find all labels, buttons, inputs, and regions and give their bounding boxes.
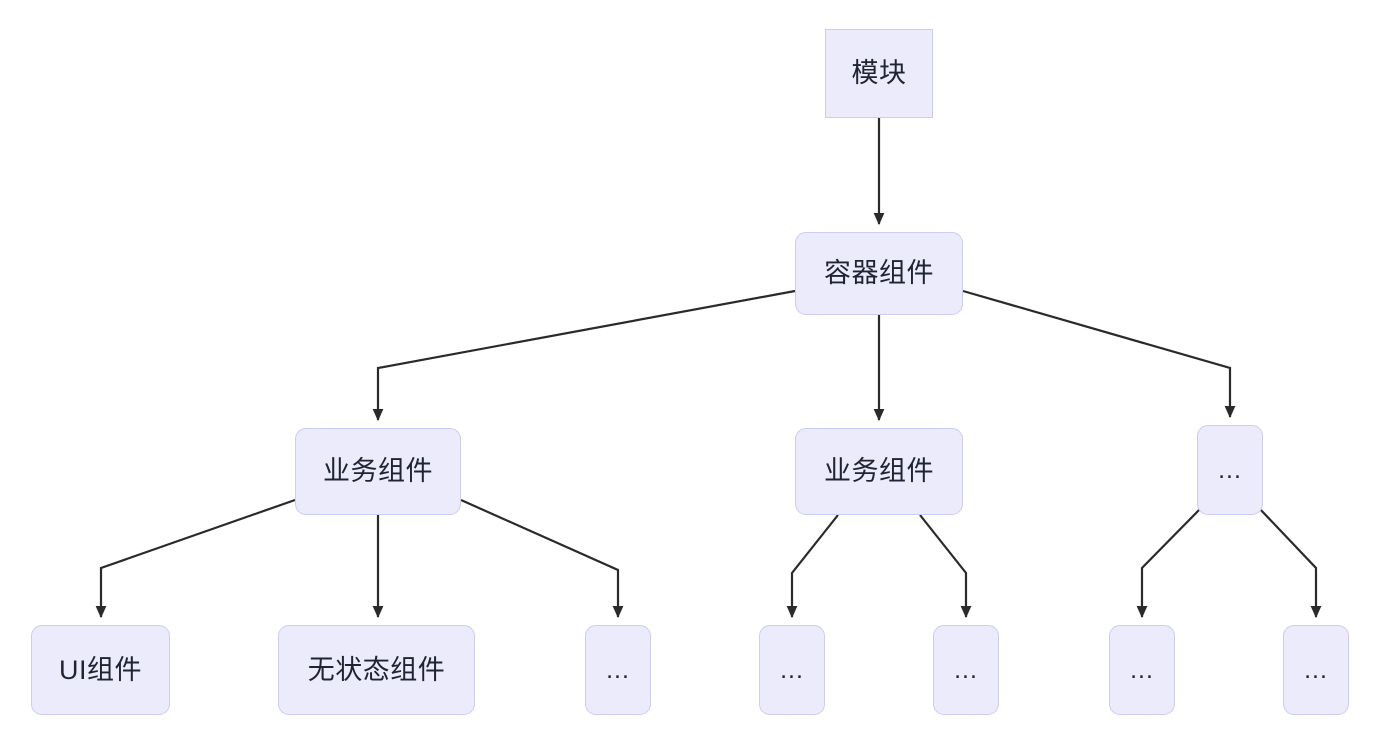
node-module[interactable]: 模块 xyxy=(825,29,933,118)
edge-more-level2-to-more-d xyxy=(1136,507,1202,619)
node-label-container: 容器组件 xyxy=(824,258,934,288)
edge-container-to-more-level2 xyxy=(962,289,1236,419)
node-container[interactable]: 容器组件 xyxy=(795,232,963,315)
edge-business-1-to-more-a xyxy=(460,498,624,619)
node-label-more-d: ... xyxy=(1130,655,1154,684)
node-business-1[interactable]: 业务组件 xyxy=(295,428,461,515)
node-more-a[interactable]: ... xyxy=(585,625,651,715)
edge-business-2-to-more-b xyxy=(786,514,839,619)
node-label-more-c: ... xyxy=(954,655,978,684)
node-stateless[interactable]: 无状态组件 xyxy=(278,625,475,715)
node-label-business-2: 业务组件 xyxy=(824,456,934,486)
node-label-more-a: ... xyxy=(606,655,630,684)
edge-container-to-business-1 xyxy=(372,289,796,422)
node-label-module: 模块 xyxy=(851,58,907,88)
node-label-business-1: 业务组件 xyxy=(323,456,433,486)
node-label-ui-component: UI组件 xyxy=(59,654,142,685)
node-more-e[interactable]: ... xyxy=(1283,625,1349,715)
node-label-stateless: 无状态组件 xyxy=(307,654,446,685)
edge-business-1-to-ui-component xyxy=(95,498,296,619)
node-label-more-e: ... xyxy=(1304,655,1328,684)
node-more-b[interactable]: ... xyxy=(759,625,825,715)
node-more-d[interactable]: ... xyxy=(1109,625,1175,715)
edge-business-2-to-more-c xyxy=(919,514,972,619)
node-business-2[interactable]: 业务组件 xyxy=(795,428,963,515)
node-label-more-b: ... xyxy=(780,655,804,684)
edge-more-level2-to-more-e xyxy=(1258,507,1322,619)
node-label-more-level2: ... xyxy=(1218,455,1242,484)
node-more-level2[interactable]: ... xyxy=(1197,425,1263,515)
node-more-c[interactable]: ... xyxy=(933,625,999,715)
node-ui-component[interactable]: UI组件 xyxy=(31,625,170,715)
